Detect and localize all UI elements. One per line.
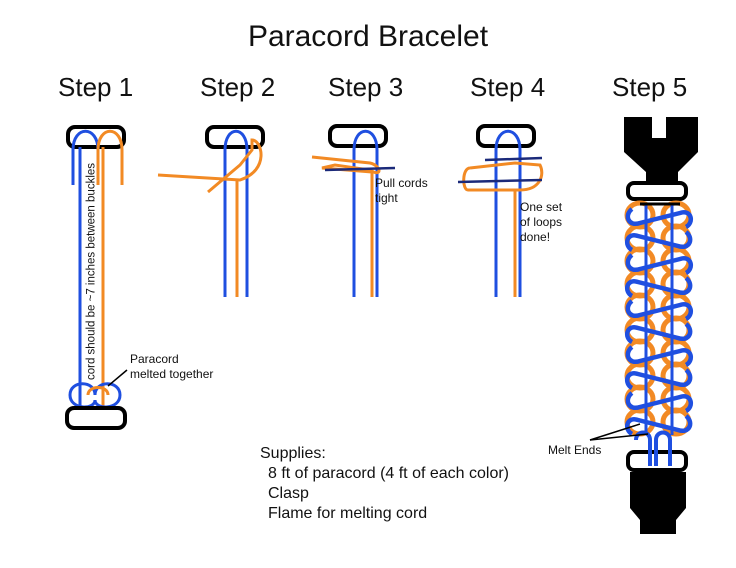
- step-3-label: Step 3: [328, 72, 404, 102]
- weave-pattern: [624, 200, 694, 437]
- supplies-heading: Supplies:: [260, 445, 326, 462]
- top-buckle: [66, 125, 126, 149]
- melt-pointer-2: [589, 433, 649, 441]
- supplies-list: Supplies: 8 ft of paracord (4 ft of each…: [260, 444, 509, 524]
- orange-cord: [311, 155, 381, 175]
- navy-cord: [324, 166, 396, 172]
- blue-weave-loop: [625, 253, 694, 276]
- buckle: [205, 125, 265, 149]
- clasp-bottom: [630, 472, 686, 534]
- step1-drawing: [65, 125, 128, 430]
- blue-weave-loop: [624, 368, 693, 391]
- orange-cord: [96, 129, 124, 185]
- blue-weave-loop: [624, 322, 693, 345]
- step3-drawing: [311, 124, 396, 297]
- done-note-line-2: of loops: [520, 215, 563, 229]
- bottom-buckle: [65, 406, 127, 430]
- clasp-top-buckle: [626, 181, 688, 201]
- supplies-item-1: 8 ft of paracord (4 ft of each color): [268, 465, 510, 482]
- done-note-line-1: One set: [520, 200, 563, 214]
- buckle: [476, 124, 536, 148]
- buckle: [328, 124, 388, 148]
- melted-orange: [86, 386, 110, 396]
- melted-pointer: [107, 369, 128, 387]
- step-1-label: Step 1: [58, 72, 134, 102]
- blue-weave-loop: [624, 230, 693, 253]
- melted-note-line-2: melted together: [130, 367, 214, 381]
- step4-drawing: [457, 124, 544, 297]
- melt-pointer-1: [589, 423, 641, 441]
- step5-drawing: [589, 117, 698, 534]
- supplies-item-2: Clasp: [268, 485, 309, 502]
- melted-ends-blue: [634, 430, 672, 466]
- orange-loop: [462, 161, 544, 192]
- blue-weave-loop: [625, 207, 694, 230]
- step2-drawing: [157, 125, 265, 297]
- blue-cord: [223, 129, 249, 297]
- supplies-item-3: Flame for melting cord: [268, 505, 428, 522]
- pull-note-line-2: tight: [375, 191, 398, 205]
- step-2-label: Step 2: [200, 72, 276, 102]
- blue-cord: [352, 129, 379, 297]
- page-title: Paracord Bracelet: [247, 20, 489, 53]
- step-4-label: Step 4: [470, 72, 546, 102]
- done-note: One set of loops done!: [520, 200, 562, 245]
- melt-ends-note: Melt Ends: [548, 443, 602, 457]
- length-annotation: cord should be ~7 inches between buckles: [85, 162, 98, 381]
- blue-weave-loop: [625, 345, 694, 368]
- pull-note-line-1: Pull cords: [375, 176, 428, 190]
- melted-note-line-1: Paracord: [130, 352, 179, 366]
- navy-cord: [457, 156, 543, 184]
- done-note-line-3: done!: [520, 230, 551, 244]
- melted-note: Paracord melted together: [130, 352, 213, 382]
- blue-cord: [494, 129, 522, 297]
- pull-note: Pull cords tight: [375, 176, 428, 206]
- orange-cord: [157, 138, 263, 194]
- blue-weave-loop: [625, 299, 694, 322]
- blue-weave-loop: [624, 276, 693, 299]
- step-5-label: Step 5: [612, 72, 688, 102]
- clasp-top: [624, 117, 698, 186]
- melted-blue: [68, 382, 122, 409]
- blue-weave-loop: [625, 391, 694, 414]
